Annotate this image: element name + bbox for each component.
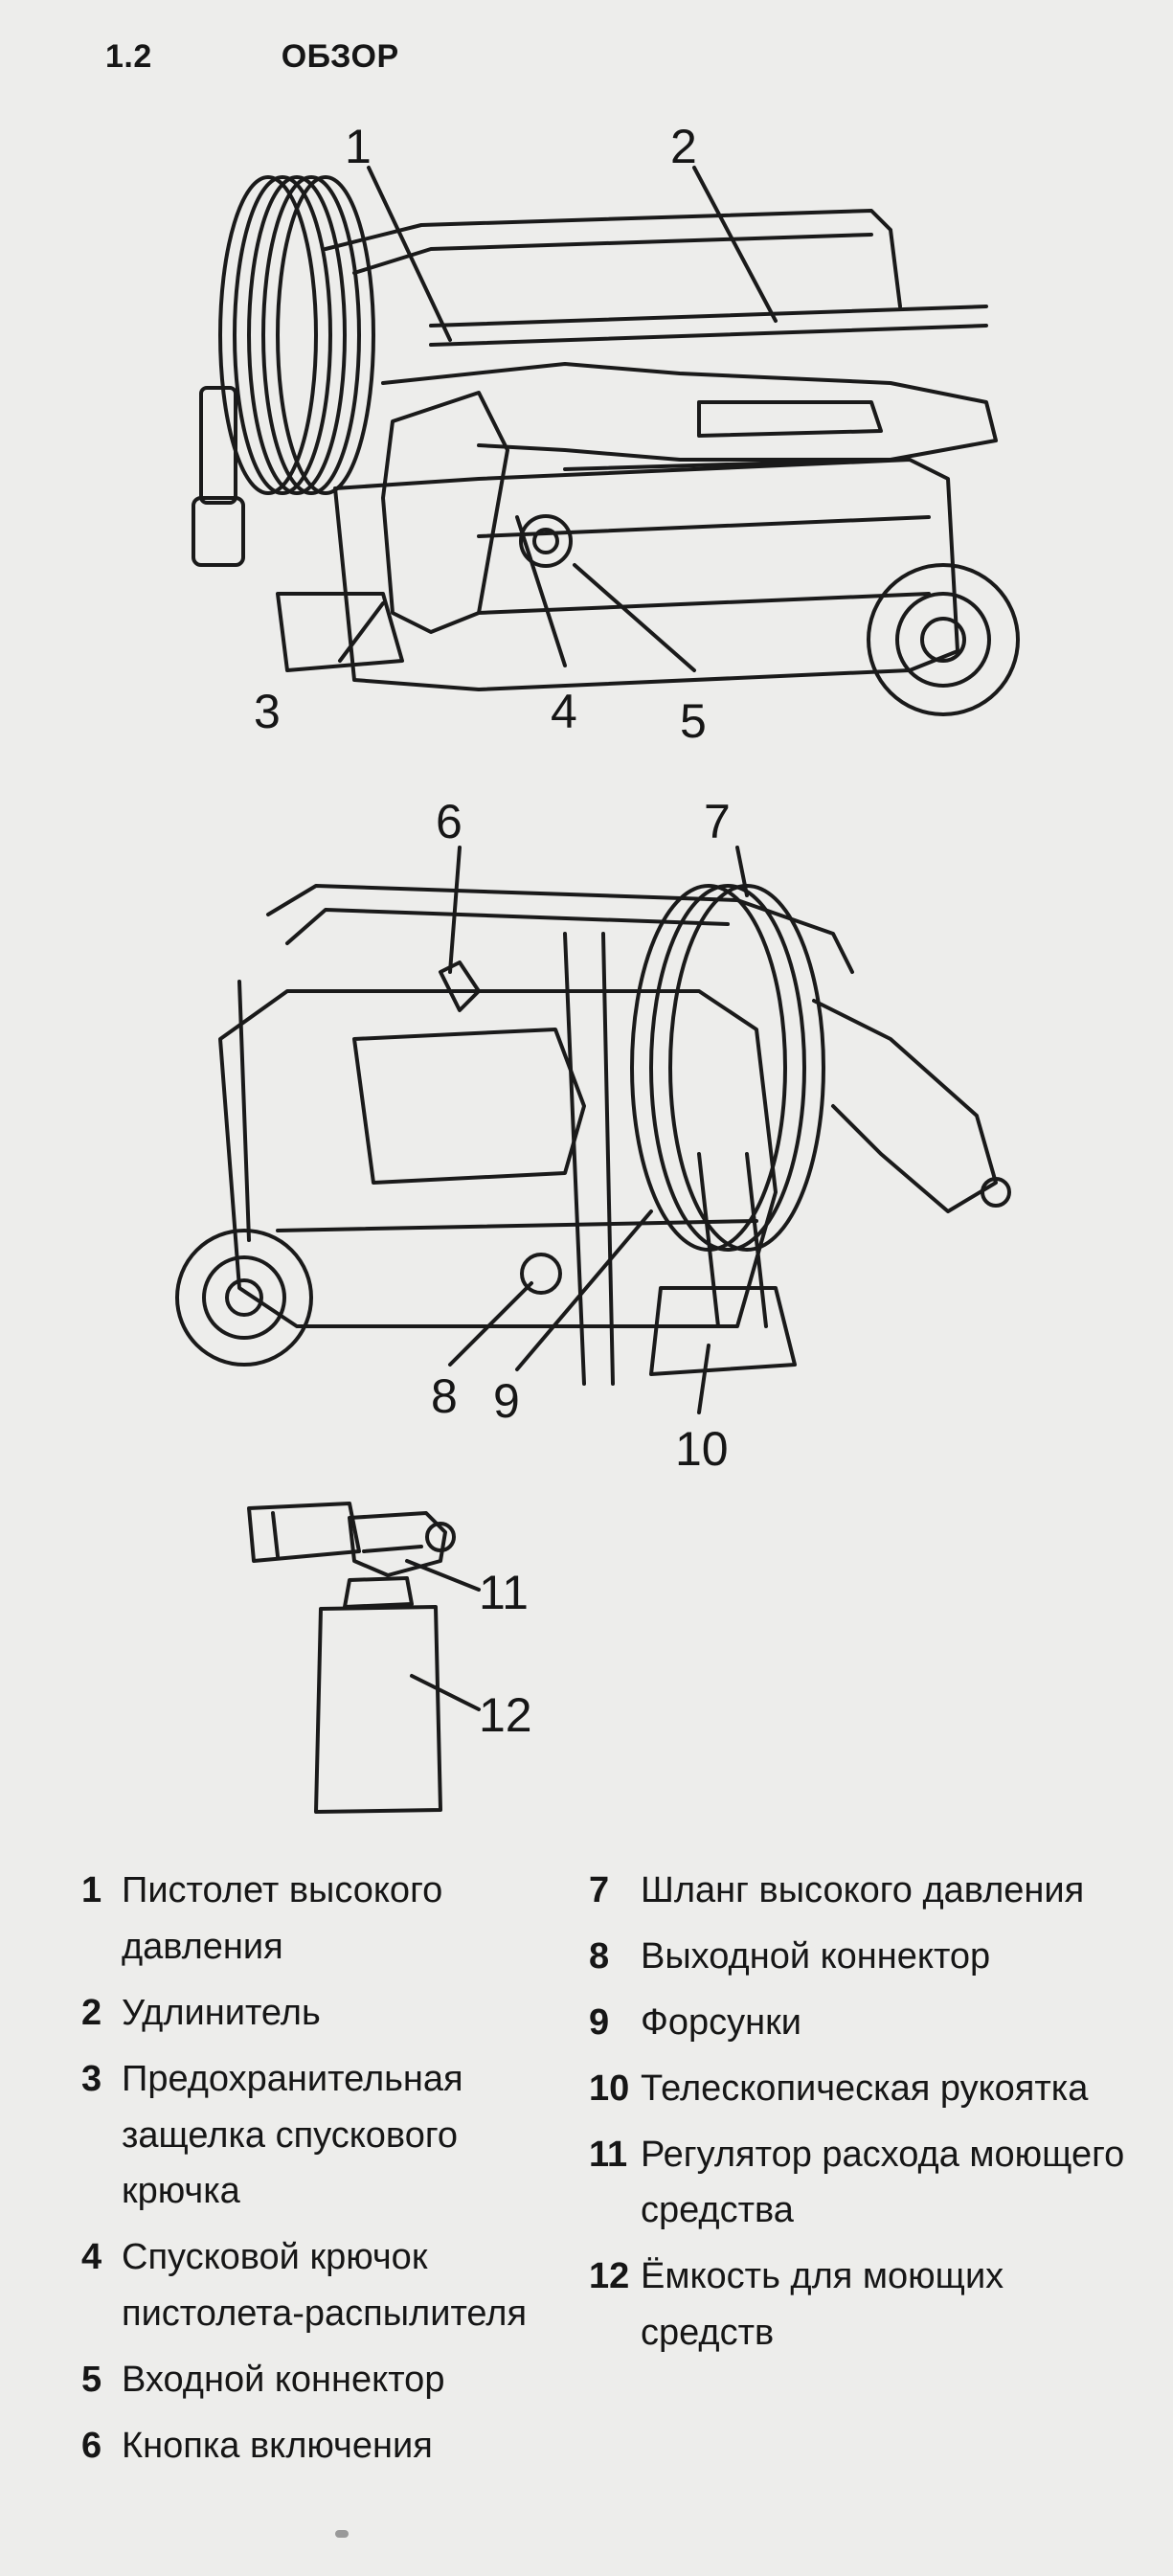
callout-3: 3: [254, 685, 281, 738]
legend-number: 11: [589, 2134, 628, 2175]
legend-text: Входной коннектор: [122, 2360, 445, 2401]
legend-number: 12: [589, 2256, 630, 2297]
legend-text: Удлинитель: [122, 1992, 321, 2033]
legend-number: 10: [589, 2068, 630, 2109]
legend-item: 6 Кнопка включения: [81, 2418, 560, 2474]
legend-column-right: 7 Шланг высокого давления 8 Выходной кон…: [589, 1863, 1144, 2371]
legend-item: 11 Регулятор расхода моющего средства: [589, 2127, 1144, 2240]
legend-text: Регулятор расхода моющего средства: [641, 2134, 1125, 2231]
legend-number: 7: [589, 1870, 610, 1910]
legend-item: 2 Удлинитель: [81, 1985, 560, 2042]
callout-9: 9: [493, 1374, 520, 1428]
legend-text: Телескопическая рукоятка: [641, 2068, 1089, 2109]
section-number: 1.2: [105, 38, 152, 75]
legend-text: Кнопка включения: [122, 2426, 433, 2467]
callout-1: 1: [345, 120, 372, 173]
callout-5: 5: [680, 694, 707, 748]
page-header: 1.2 ОБЗОР: [105, 38, 399, 76]
legend-text: Выходной коннектор: [641, 1935, 991, 1977]
washer-front-illustration: 6 7 8 9 10: [175, 795, 1011, 1476]
section-title: ОБЗОР: [281, 38, 399, 75]
legend-text: Ёмкость для моющих средств: [641, 2256, 1004, 2354]
callout-11: 11: [479, 1566, 529, 1619]
legend-item: 3 Предохранительная защелка спускового к…: [81, 2051, 560, 2221]
legend-number: 4: [81, 2237, 102, 2278]
legend-number: 6: [81, 2426, 102, 2467]
callout-2: 2: [670, 120, 697, 173]
legend-item: 1 Пистолет высокого давления: [81, 1863, 560, 1976]
legend-column-left: 1 Пистолет высокого давления 2 Удлинител…: [81, 1863, 560, 2484]
legend-item: 4 Спусковой крючок пистолета-распылителя: [81, 2229, 560, 2342]
legend-text: Форсунки: [641, 2001, 801, 2043]
legend-number: 3: [81, 2058, 102, 2099]
legend-number: 5: [81, 2360, 102, 2401]
legend-item: 5 Входной коннектор: [81, 2352, 560, 2408]
legend-text: Шланг высокого давления: [641, 1870, 1085, 1910]
legend-text: Спусковой крючок пистолета-распылителя: [122, 2237, 528, 2335]
legend-item: 10 Телескопическая рукоятка: [589, 2061, 1144, 2117]
legend-number: 9: [589, 2001, 610, 2043]
callout-7: 7: [704, 795, 731, 848]
detergent-bottle-illustration: 11 12: [247, 1502, 532, 1814]
figure-detergent-bottle: 11 12: [235, 1494, 598, 1819]
figure-washer-rear-view: 1 2 3 4 5: [163, 115, 1044, 766]
callout-10: 10: [675, 1422, 729, 1476]
legend-item: 8 Выходной коннектор: [589, 1929, 1144, 1985]
page-footer-mark: [335, 2530, 349, 2538]
legend-number: 2: [81, 1992, 102, 2033]
callout-12: 12: [479, 1688, 532, 1742]
washer-rear-illustration: 1 2 3 4 5: [192, 120, 1020, 748]
legend-item: 9 Форсунки: [589, 1995, 1144, 2051]
legend-number: 8: [589, 1935, 610, 1977]
figure-washer-front-view: 6 7 8 9 10: [163, 790, 1044, 1480]
legend-item: 12 Ёмкость для моющих средств: [589, 2248, 1144, 2361]
legend-item: 7 Шланг высокого давления: [589, 1863, 1144, 1919]
callout-8: 8: [431, 1369, 458, 1423]
callout-4: 4: [551, 685, 577, 738]
callout-6: 6: [436, 795, 462, 848]
legend-text: Пистолет высокого давления: [122, 1870, 443, 1967]
legend-number: 1: [81, 1870, 102, 1910]
legend-text: Предохранительная защелка спускового крю…: [122, 2058, 463, 2212]
